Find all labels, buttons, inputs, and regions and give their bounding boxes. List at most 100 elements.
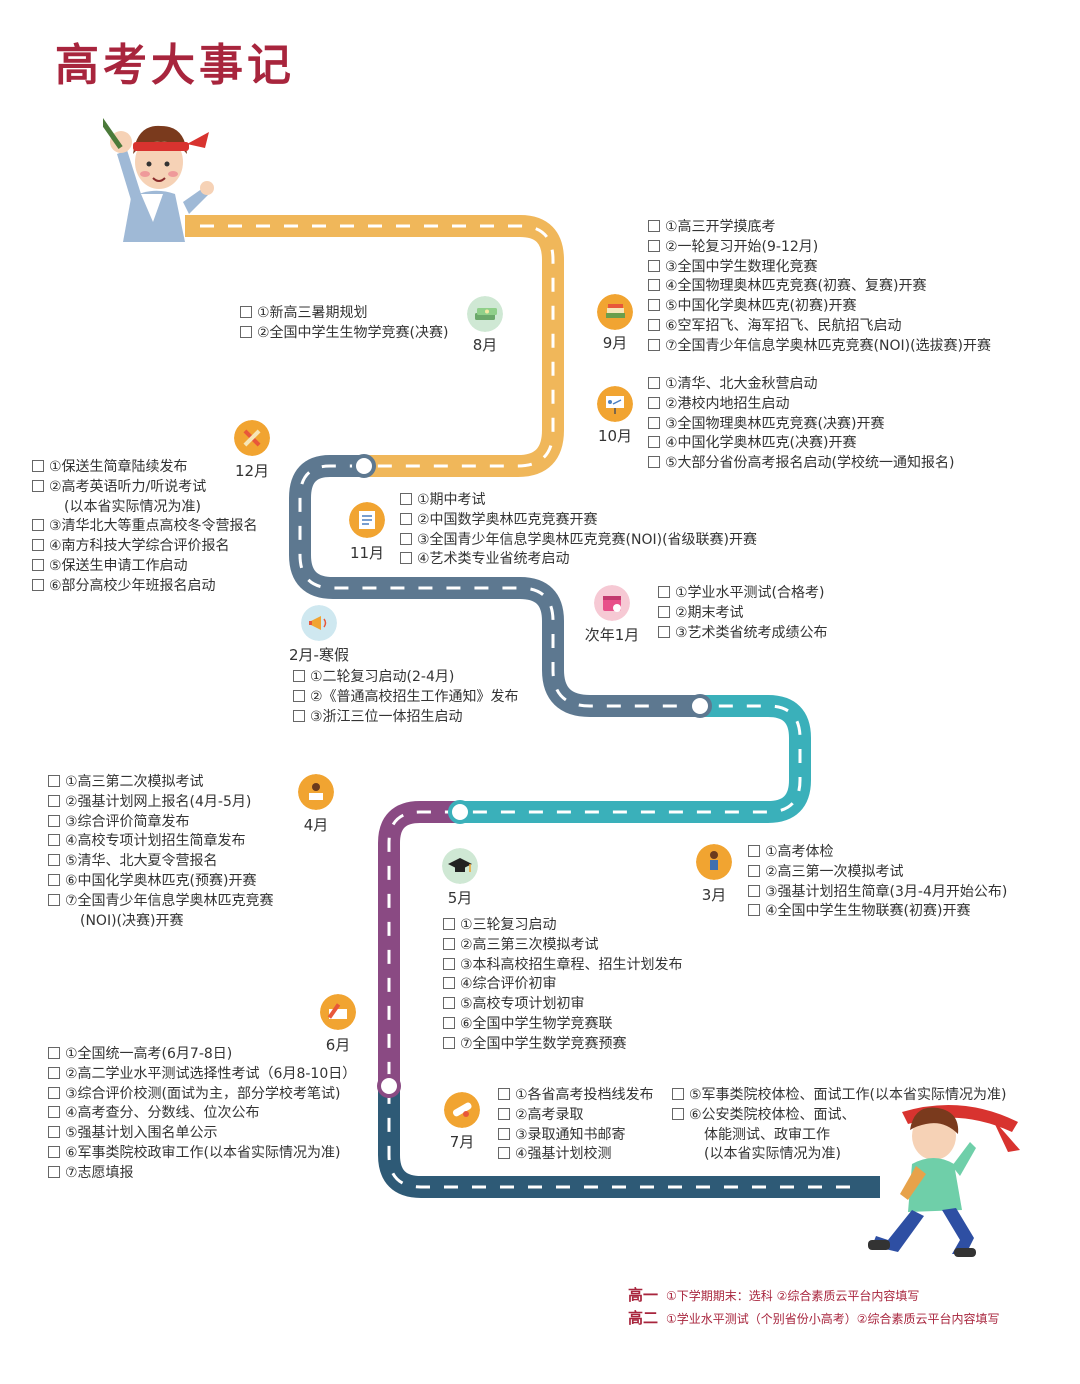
event-list-feb: ①二轮复习启动(2-4月) ②《普通高校招生工作通知》发布 ③浙江三位一体招生启… bbox=[293, 668, 519, 727]
event-checkbox-item[interactable]: ④南方科技大学综合评价报名 bbox=[32, 537, 258, 557]
graduation-cap-icon bbox=[442, 848, 478, 884]
event-checkbox-item[interactable]: ⑦全国青少年信息学奥林匹克竞赛 bbox=[48, 892, 274, 912]
event-checkbox-item[interactable]: ②高考英语听力/听说考试 bbox=[32, 478, 258, 498]
page-title: 高考大事记 bbox=[55, 40, 295, 91]
event-checkbox-item[interactable]: ①高考体检 bbox=[748, 843, 1007, 863]
event-checkbox-item[interactable]: ②《普通高校招生工作通知》发布 bbox=[293, 688, 519, 708]
event-checkbox-item[interactable]: ①学业水平测试(合格考) bbox=[658, 584, 828, 604]
event-item-note: (以本省实际情况为准) bbox=[704, 1146, 841, 1163]
megaphone-icon bbox=[301, 605, 337, 641]
event-checkbox-item[interactable]: ⑤保送生申请工作启动 bbox=[32, 557, 258, 577]
event-checkbox-item[interactable]: ③本科高校招生章程、招生计划发布 bbox=[443, 956, 683, 976]
student-reading-icon bbox=[298, 774, 334, 810]
diploma-icon bbox=[444, 1092, 480, 1128]
event-checkbox-item[interactable]: ③强基计划招生简章(3月-4月开始公布) bbox=[748, 883, 1007, 903]
event-checkbox-item[interactable]: ④综合评价初审 bbox=[443, 975, 683, 995]
event-checkbox-item[interactable]: ④高校专项计划招生简章发布 bbox=[48, 832, 274, 852]
event-checkbox-item[interactable]: ③综合评价简章发布 bbox=[48, 813, 274, 833]
event-checkbox-item[interactable]: ③浙江三位一体招生启动 bbox=[293, 708, 519, 728]
event-list-may: ①三轮复习启动 ②高三第三次模拟考试 ③本科高校招生章程、招生计划发布 ④综合评… bbox=[443, 916, 683, 1055]
month-label-nov: 11月 bbox=[349, 544, 385, 562]
event-checkbox-item[interactable]: ①期中考试 bbox=[400, 491, 757, 511]
event-checkbox-item[interactable]: ⑤高校专项计划初审 bbox=[443, 995, 683, 1015]
event-checkbox-item[interactable]: ②港校内地招生启动 bbox=[648, 395, 954, 415]
event-checkbox-item[interactable]: ①各省高考投档线发布 bbox=[498, 1086, 654, 1106]
event-checkbox-item[interactable]: ⑤强基计划入围名单公示 bbox=[48, 1124, 356, 1144]
event-checkbox-item[interactable]: ③全国中学生数理化竞赛 bbox=[648, 258, 991, 278]
event-list-jul-extra: ⑤军事类院校体检、面试工作(以本省实际情况为准) ⑥公安类院校体检、面试、 体能… bbox=[672, 1086, 1006, 1165]
money-stack-icon bbox=[467, 296, 503, 332]
event-checkbox-item[interactable]: ①新高三暑期规划 bbox=[240, 304, 448, 324]
event-checkbox-item[interactable]: ③全国青少年信息学奥林匹克竞赛(NOI)(省级联赛)开赛 bbox=[400, 531, 757, 551]
event-checkbox-item[interactable]: ⑤清华、北大夏令营报名 bbox=[48, 852, 274, 872]
event-checkbox-item[interactable]: ③录取通知书邮寄 bbox=[498, 1126, 654, 1146]
event-checkbox-item[interactable]: ⑥军事类院校政审工作(以本省实际情况为准) bbox=[48, 1144, 356, 1164]
event-checkbox-item[interactable]: ③全国物理奥林匹克竞赛(决赛)开赛 bbox=[648, 415, 954, 435]
event-checkbox-item[interactable]: ④艺术类专业省统考启动 bbox=[400, 550, 757, 570]
event-checkbox-item[interactable]: ③清华北大等重点高校冬令营报名 bbox=[32, 517, 258, 537]
event-checkbox-item[interactable]: ②一轮复习开始(9-12月) bbox=[648, 238, 991, 258]
event-checkbox-item[interactable]: ⑦志愿填报 bbox=[48, 1164, 356, 1184]
month-label-jul: 7月 bbox=[449, 1133, 475, 1151]
event-checkbox-item[interactable]: ⑥部分高校少年班报名启动 bbox=[32, 577, 258, 597]
event-checkbox-item[interactable]: ②高考录取 bbox=[498, 1106, 654, 1126]
exam-paper-icon bbox=[349, 502, 385, 538]
event-checkbox-item[interactable]: ④高考查分、分数线、位次公布 bbox=[48, 1104, 356, 1124]
event-checkbox-item[interactable]: ①二轮复习启动(2-4月) bbox=[293, 668, 519, 688]
event-list-jun: ①全国统一高考(6月7-8日) ②高二学业水平测试选择性考试（6月8-10日） … bbox=[48, 1045, 356, 1184]
pencil-ruler-icon bbox=[234, 420, 270, 456]
event-checkbox-item[interactable]: ⑥全国中学生物学竞赛联 bbox=[443, 1015, 683, 1035]
event-checkbox-item[interactable]: ③综合评价校测(面试为主，部分学校考笔试) bbox=[48, 1085, 356, 1105]
event-checkbox-item[interactable]: ⑥空军招飞、海军招飞、民航招飞启动 bbox=[648, 317, 991, 337]
event-checkbox-item[interactable]: ①清华、北大金秋营启动 bbox=[648, 375, 954, 395]
event-checkbox-item[interactable]: ⑦全国青少年信息学奥林匹克竞赛(NOI)(选拔赛)开赛 bbox=[648, 337, 991, 357]
event-checkbox-item[interactable]: ⑥中国化学奥林匹克(预赛)开赛 bbox=[48, 872, 274, 892]
event-checkbox-item[interactable]: ⑥公安类院校体检、面试、 bbox=[672, 1106, 1006, 1126]
event-list-nov: ①期中考试 ②中国数学奥林匹克竞赛开赛 ③全国青少年信息学奥林匹克竞赛(NOI)… bbox=[400, 491, 757, 570]
month-label-mar: 3月 bbox=[701, 886, 727, 904]
event-checkbox-item[interactable]: ④全国中学生生物联赛(初赛)开赛 bbox=[748, 902, 1007, 922]
event-item-note: (以本省实际情况为准) bbox=[64, 498, 201, 515]
event-list-sep: ①高三开学摸底考 ②一轮复习开始(9-12月) ③全国中学生数理化竞赛 ④全国物… bbox=[648, 218, 991, 357]
month-label-aug: 8月 bbox=[472, 336, 498, 354]
event-checkbox-item[interactable]: ②高三第三次模拟考试 bbox=[443, 936, 683, 956]
event-checkbox-item[interactable]: ②期末考试 bbox=[658, 604, 828, 624]
event-list-apr: ①高三第二次模拟考试 ②强基计划网上报名(4月-5月) ③综合评价简章发布 ④高… bbox=[48, 773, 274, 931]
student-standing-icon bbox=[696, 844, 732, 880]
event-checkbox-item[interactable]: ①全国统一高考(6月7-8日) bbox=[48, 1045, 356, 1065]
milestone-dot bbox=[377, 1074, 401, 1098]
event-checkbox-item[interactable]: ②高三第一次模拟考试 bbox=[748, 863, 1007, 883]
event-checkbox-item[interactable]: ⑤大部分省份高考报名启动(学校统一通知报名) bbox=[648, 454, 954, 474]
event-checkbox-item[interactable]: ②全国中学生生物学竞赛(决赛) bbox=[240, 324, 448, 344]
event-checkbox-item[interactable]: ①高三第二次模拟考试 bbox=[48, 773, 274, 793]
event-checkbox-item[interactable]: ④全国物理奥林匹克竞赛(初赛、复赛)开赛 bbox=[648, 277, 991, 297]
event-checkbox-item[interactable]: ①高三开学摸底考 bbox=[648, 218, 991, 238]
event-checkbox-item[interactable]: ①三轮复习启动 bbox=[443, 916, 683, 936]
month-label-may: 5月 bbox=[447, 889, 473, 907]
month-label-feb: 2月-寒假 bbox=[289, 646, 349, 664]
calendar-icon bbox=[594, 585, 630, 621]
event-checkbox-item[interactable]: ②强基计划网上报名(4月-5月) bbox=[48, 793, 274, 813]
event-checkbox-item[interactable]: ④强基计划校测 bbox=[498, 1145, 654, 1165]
event-checkbox-item[interactable]: ④中国化学奥林匹克(决赛)开赛 bbox=[648, 434, 954, 454]
milestone-dot bbox=[448, 800, 472, 824]
presentation-icon bbox=[597, 386, 633, 422]
event-checkbox-item[interactable]: ②高二学业水平测试选择性考试（6月8-10日） bbox=[48, 1065, 356, 1085]
event-list-aug: ①新高三暑期规划 ②全国中学生生物学竞赛(决赛) bbox=[240, 304, 448, 344]
event-list-oct: ①清华、北大金秋营启动 ②港校内地招生启动 ③全国物理奥林匹克竞赛(决赛)开赛 … bbox=[648, 375, 954, 474]
event-checkbox-item[interactable]: ⑤军事类院校体检、面试工作(以本省实际情况为准) bbox=[672, 1086, 1006, 1106]
event-checkbox-item[interactable]: ②中国数学奥林匹克竞赛开赛 bbox=[400, 511, 757, 531]
road-milestones bbox=[352, 454, 712, 1098]
event-list-jan: ①学业水平测试(合格考) ②期末考试 ③艺术类省统考成绩公布 bbox=[658, 584, 828, 643]
event-checkbox-item[interactable]: ⑤中国化学奥林匹克(初赛)开赛 bbox=[648, 297, 991, 317]
event-checkbox-item[interactable]: ⑦全国中学生数学竞赛预赛 bbox=[443, 1035, 683, 1055]
milestone-dot bbox=[688, 694, 712, 718]
event-list-jul: ①各省高考投档线发布 ②高考录取 ③录取通知书邮寄 ④强基计划校测 bbox=[498, 1086, 654, 1165]
event-list-mar: ①高考体检 ②高三第一次模拟考试 ③强基计划招生简章(3月-4月开始公布) ④全… bbox=[748, 843, 1007, 922]
event-checkbox-item[interactable]: ③艺术类省统考成绩公布 bbox=[658, 624, 828, 644]
event-checkbox-item[interactable]: ①保送生简章陆续发布 bbox=[32, 458, 258, 478]
